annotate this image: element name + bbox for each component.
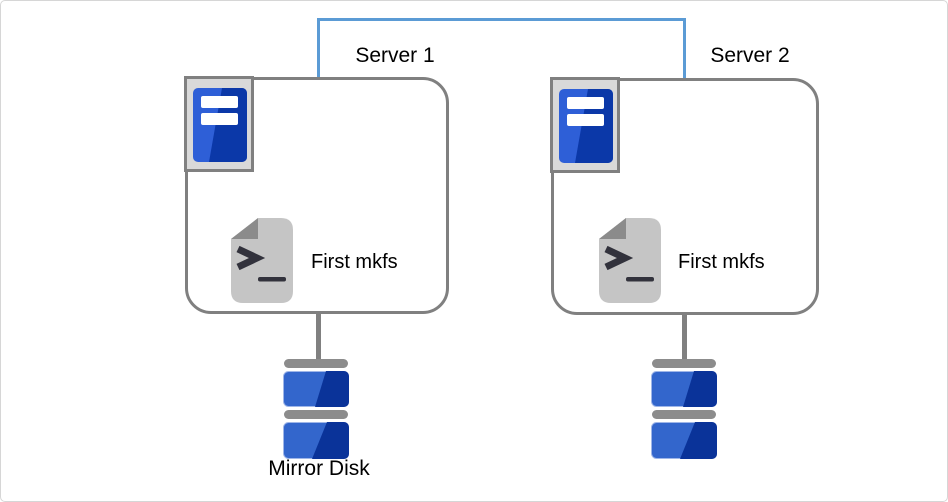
server1-label: Server 1 [355, 44, 435, 67]
mirror-disk-icon [283, 359, 349, 459]
disk-connector-line [682, 315, 687, 359]
script-step-label: First mkfs [311, 251, 398, 273]
server-icon [184, 76, 254, 172]
mirror-disk-icon [651, 359, 717, 459]
terminal-script-icon [599, 218, 661, 303]
terminal-script-icon [231, 218, 293, 303]
server2-label: Server 2 [710, 44, 790, 67]
disk-connector-line [316, 314, 321, 359]
server-interconnect-line [317, 18, 686, 78]
script-step-label: First mkfs [678, 251, 765, 273]
server-icon [550, 77, 620, 173]
disk-label: Mirror Disk [268, 457, 370, 480]
